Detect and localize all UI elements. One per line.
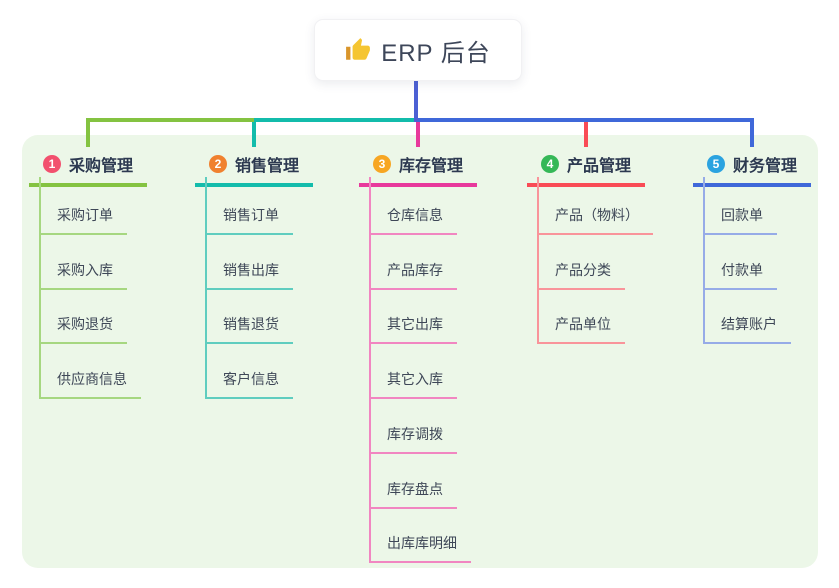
child-node[interactable]: 客户信息 (205, 363, 293, 399)
bus-segment (88, 118, 254, 122)
child-node[interactable]: 出库库明细 (369, 527, 471, 563)
child-node[interactable]: 产品单位 (537, 308, 625, 344)
branch-title-node[interactable]: 2 销售管理 (195, 149, 313, 187)
branch-title-node[interactable]: 1 采购管理 (29, 149, 147, 187)
branch-title-node[interactable]: 4 产品管理 (527, 149, 645, 187)
branch-connector-line (703, 177, 705, 343)
branch-title-node[interactable]: 5 财务管理 (693, 149, 811, 187)
branch-connector-line (205, 177, 207, 398)
child-node[interactable]: 仓库信息 (369, 199, 457, 235)
child-node[interactable]: 销售退货 (205, 308, 293, 344)
branch-number-badge: 3 (372, 155, 391, 173)
child-node[interactable]: 其它出库 (369, 308, 457, 344)
root-node[interactable]: ERP 后台 (314, 19, 522, 81)
root-connector-line (414, 81, 418, 122)
branch-title-label: 销售管理 (234, 158, 299, 175)
child-node[interactable]: 采购退货 (39, 308, 127, 344)
branch-number-badge: 1 (42, 155, 61, 173)
branch-connector-line (39, 177, 41, 398)
branch-drop-line (252, 118, 256, 147)
bus-segment (414, 118, 752, 122)
branch-title-label: 财务管理 (732, 158, 797, 175)
branch-title-label: 采购管理 (68, 158, 133, 175)
branch-drop-line (86, 118, 90, 147)
child-node[interactable]: 采购入库 (39, 254, 127, 290)
branch-number-badge: 4 (540, 155, 559, 173)
child-node[interactable]: 库存调拨 (369, 418, 457, 454)
child-node[interactable]: 产品库存 (369, 254, 457, 290)
child-node[interactable]: 回款单 (703, 199, 777, 235)
branch-number-badge: 2 (208, 155, 227, 173)
branch-connector-line (537, 177, 539, 343)
thumbs-up-icon (345, 37, 371, 63)
bus-segment (254, 118, 418, 122)
branch-drop-line (416, 118, 420, 147)
branch-number-badge: 5 (706, 155, 725, 173)
branch-drop-line (584, 118, 588, 147)
branches-panel (22, 135, 818, 568)
branch-title-label: 产品管理 (566, 158, 631, 175)
branch-drop-line (750, 118, 754, 147)
child-node[interactable]: 销售出库 (205, 254, 293, 290)
child-node[interactable]: 供应商信息 (39, 363, 141, 399)
child-node[interactable]: 销售订单 (205, 199, 293, 235)
branch-connector-line (369, 177, 371, 562)
child-node[interactable]: 产品分类 (537, 254, 625, 290)
child-node[interactable]: 采购订单 (39, 199, 127, 235)
child-node[interactable]: 其它入库 (369, 363, 457, 399)
root-node-label: ERP 后台 (381, 39, 491, 67)
child-node[interactable]: 产品（物料） (537, 199, 653, 235)
child-node[interactable]: 库存盘点 (369, 473, 457, 509)
branch-title-node[interactable]: 3 库存管理 (359, 149, 477, 187)
branch-title-label: 库存管理 (398, 158, 463, 175)
child-node[interactable]: 结算账户 (703, 308, 791, 344)
child-node[interactable]: 付款单 (703, 254, 777, 290)
